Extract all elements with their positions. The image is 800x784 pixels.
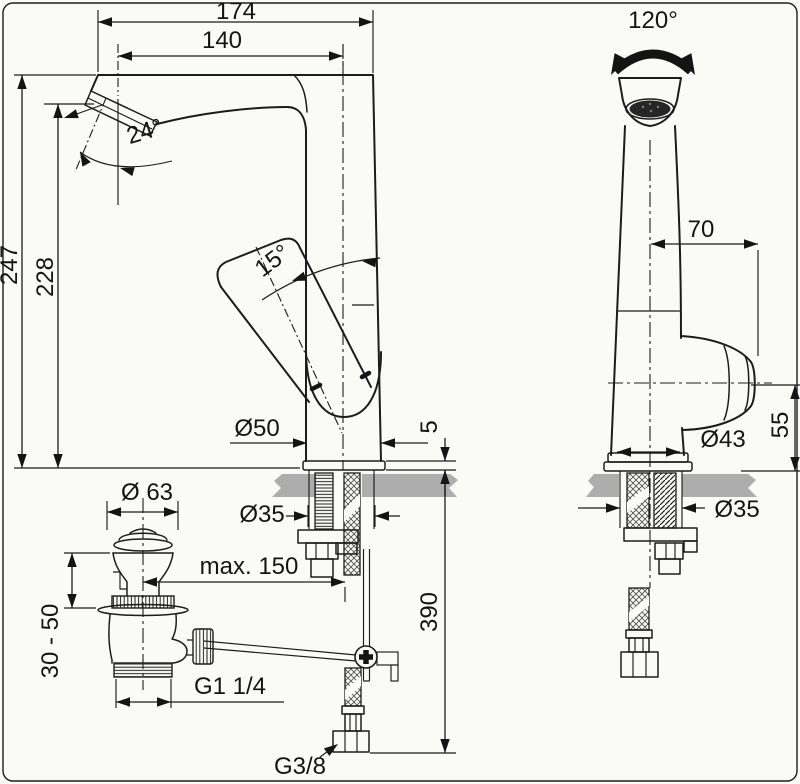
- side-view-figure: 174 140 247 228: [0, 0, 458, 780]
- hose-nut-front: [620, 651, 659, 678]
- countertop: [272, 474, 458, 497]
- mounting-hardware-front: [619, 471, 698, 575]
- dim-height-total: 247: [0, 74, 300, 469]
- dim-cap-diameter: Ø 63: [106, 479, 179, 530]
- hose-in-shank: [343, 472, 361, 576]
- stream-arrow-icon: [62, 109, 79, 123]
- dim-deck-range: 30 - 50: [37, 552, 110, 679]
- threaded-stud: [653, 472, 677, 529]
- dim-swivel-angle: 120°: [604, 7, 702, 79]
- dim-label-228: 228: [32, 257, 59, 297]
- dim-label-o35-left: Ø35: [239, 501, 284, 528]
- dim-shank-diameter: Ø35: [239, 501, 400, 528]
- dim-height-spout: 228: [32, 103, 94, 468]
- dim-reach: 140: [118, 27, 344, 78]
- dim-label-g114: G1 1/4: [194, 673, 266, 700]
- dim-shank-diameter-front: Ø35: [578, 496, 760, 523]
- pop-up-linkage: [203, 549, 399, 682]
- dim-reach-total: 174: [97, 0, 374, 73]
- mounting-nut-front: [654, 542, 684, 560]
- dim-label-3050: 30 - 50: [37, 604, 64, 679]
- dim-label-o63: Ø 63: [121, 479, 173, 506]
- waste-thread: [113, 662, 173, 678]
- base-plate: [302, 460, 386, 471]
- drain-assembly: Ø 63 max. 150 30 - 50 G1 1/4: [37, 479, 346, 708]
- dim-label-70: 70: [688, 216, 715, 243]
- supply-hose-front: [620, 587, 659, 678]
- handle-centerline: [255, 246, 343, 434]
- dim-label-max150: max. 150: [200, 553, 299, 580]
- faucet-front-body: [603, 77, 693, 472]
- linkage-bar: [376, 651, 399, 666]
- dim-label-o35-right: Ø35: [714, 496, 759, 523]
- dim-handle-angle: 15°: [250, 239, 381, 301]
- dim-label-5: 5: [416, 420, 443, 433]
- threaded-tube: [314, 472, 334, 530]
- handle-lever: [216, 237, 382, 434]
- dim-plate-thickness: 5: [386, 420, 456, 496]
- dim-label-24deg: 24°: [124, 114, 167, 150]
- clamp-screw-icon: [359, 650, 373, 664]
- dim-rod-distance: max. 150: [143, 553, 346, 602]
- spout-aerator: [84, 90, 158, 137]
- handle-dome: [305, 349, 382, 418]
- horizontal-rod: [203, 640, 357, 662]
- drain-flange: [97, 603, 189, 617]
- dim-label-247: 247: [0, 245, 23, 285]
- dim-label-g38: G3/8: [274, 753, 326, 780]
- front-view-figure: 120°: [578, 7, 800, 678]
- dim-label-140: 140: [202, 27, 242, 54]
- dim-label-55: 55: [767, 412, 794, 439]
- mounting-hardware: [297, 470, 375, 578]
- mounting-nut: [305, 542, 339, 560]
- dim-body-diameter: Ø43: [617, 426, 746, 457]
- faucet-body: [84, 74, 386, 471]
- knurled-ring: [111, 595, 175, 609]
- mounting-bracket-front: [623, 527, 698, 542]
- dim-handle-height: 55: [741, 384, 800, 472]
- dim-handle-offset: 70: [651, 216, 759, 356]
- dim-label-120deg: 120°: [628, 7, 678, 34]
- dim-label-390: 390: [416, 592, 443, 632]
- dim-label-15deg: 15°: [250, 239, 295, 282]
- hose-nut: [332, 730, 370, 753]
- rod-knob: [192, 628, 214, 665]
- countertop-front: [586, 474, 757, 497]
- supply-hose: [332, 667, 456, 754]
- dim-spout-angle: 24°: [62, 97, 173, 205]
- base-plate-front: [603, 461, 693, 472]
- dim-below-height: 390: [416, 470, 450, 753]
- label-supply-thread: G3/8: [274, 740, 341, 780]
- dim-label-o50: Ø50: [234, 415, 279, 442]
- dim-waste-thread: G1 1/4: [115, 673, 284, 708]
- aerator: [629, 100, 671, 118]
- dim-label-174: 174: [216, 0, 256, 25]
- dim-label-o43: Ø43: [700, 426, 745, 453]
- pop-up-cap: [129, 528, 157, 534]
- dim-base-diameter: Ø50: [230, 415, 428, 448]
